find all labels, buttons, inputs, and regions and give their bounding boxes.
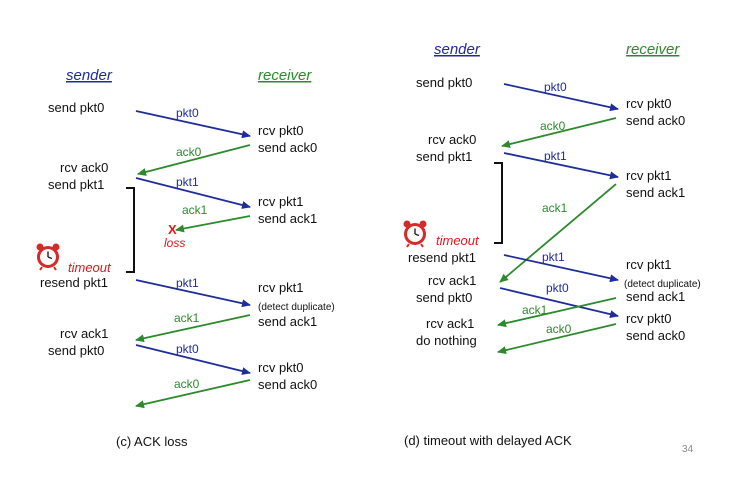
receiver-event: rcv pkt0 [626,311,672,326]
sender-event: do nothing [416,333,477,348]
duplicate-note: (detect duplicate) [624,279,701,290]
sender-event: send pkt1 [416,149,472,164]
receiver-event: rcv pkt1 [626,168,672,183]
receiver-event: send ack0 [258,377,317,392]
message-arrow-pkt0 [135,344,251,375]
caption: (c) ACK loss [116,434,188,449]
receiver-header: receiver [258,67,312,84]
message-arrow-ack1-lost [175,215,251,233]
sender-event: send pkt0 [416,290,472,305]
receiver-event: send ack0 [258,140,317,155]
message-arrow-pkt0 [499,287,619,319]
message-label: pkt0 [176,342,199,356]
message-label: ack1 [174,311,200,325]
sender-event: resend pkt1 [40,275,108,290]
receiver-event: send ack0 [626,328,685,343]
receiver-event: send ack1 [258,314,317,329]
sender-event: rcv ack0 [428,132,476,147]
message-arrow-ack1-delayed [499,183,617,283]
loss-x-mark: X [168,222,177,237]
sender-event: send pkt0 [416,75,472,90]
message-arrow-ack0 [137,144,251,176]
message-label: pkt1 [544,149,567,163]
sender-header: sender [434,41,481,58]
timeout-label: timeout [68,260,112,275]
sender-event: rcv ack1 [426,316,474,331]
message-label: ack0 [174,377,200,391]
page-number: 34 [682,444,694,455]
alarm-clock-icon [402,219,428,248]
message-label: pkt0 [544,80,567,94]
timeout-bracket [494,162,503,244]
loss-label: loss [164,236,185,250]
timeout-label: timeout [436,233,480,248]
receiver-event: rcv pkt0 [258,123,304,138]
receiver-header: receiver [626,41,680,58]
sender-event: rcv ack1 [60,326,108,341]
receiver-event: rcv pkt1 [626,257,672,272]
receiver-event: send ack1 [626,289,685,304]
alarm-clock-icon [35,242,61,271]
duplicate-note: (detect duplicate) [258,302,335,313]
message-label: ack0 [540,119,566,133]
receiver-event: rcv pkt0 [258,360,304,375]
receiver-event: rcv pkt1 [258,280,304,295]
caption: (d) timeout with delayed ACK [404,433,572,448]
diagram-delayed-ack: sender receiver send pkt0 rcv ack0 send … [402,41,701,448]
message-arrow-pkt0 [135,110,251,139]
sender-event: rcv ack0 [60,160,108,175]
message-arrow-ack1 [497,297,617,328]
message-arrow-pkt1-resend [503,254,619,283]
message-arrow-ack0 [497,323,617,355]
receiver-event: rcv pkt0 [626,96,672,111]
sender-header: sender [66,67,113,84]
message-label: pkt0 [176,106,199,120]
sender-event: resend pkt1 [408,250,476,265]
message-label: ack1 [542,201,568,215]
message-label: pkt1 [176,276,199,290]
receiver-event: rcv pkt1 [258,194,304,209]
sender-event: rcv ack1 [428,273,476,288]
message-arrow-pkt1-resend [135,279,251,308]
message-label: pkt1 [176,175,199,189]
message-arrow-ack0 [501,117,617,148]
message-label: ack1 [182,203,208,217]
receiver-event: send ack0 [626,113,685,128]
receiver-event: send ack1 [258,211,317,226]
message-label: ack0 [546,322,572,336]
message-label: pkt0 [546,281,569,295]
message-arrow-pkt1 [503,152,619,180]
message-arrow-ack0 [135,379,251,409]
message-arrow-pkt1 [135,177,251,209]
sender-event: send pkt0 [48,100,104,115]
timeout-bracket [126,187,135,273]
sender-event: send pkt1 [48,177,104,192]
diagram-ack-loss: sender receiver send pkt0 rcv ack0 send … [35,67,335,449]
message-label: ack0 [176,145,202,159]
message-label: pkt1 [542,250,565,264]
message-label: ack1 [522,303,548,317]
sender-event: send pkt0 [48,343,104,358]
message-arrow-pkt0 [503,83,619,112]
message-arrow-ack1 [135,314,251,343]
receiver-event: send ack1 [626,185,685,200]
